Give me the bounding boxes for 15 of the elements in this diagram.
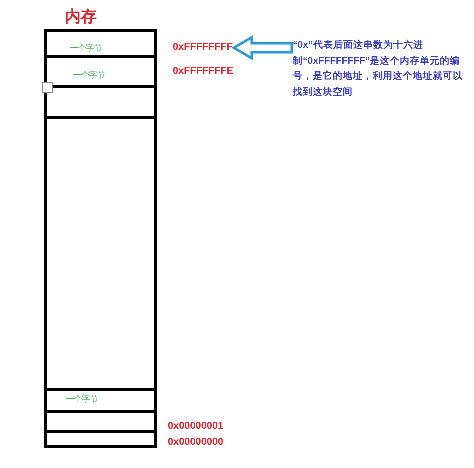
address-label: 0x00000000: [168, 436, 224, 450]
address-label: 0xFFFFFFFF: [173, 41, 233, 55]
address-label: 0xFFFFFFFE: [173, 65, 234, 79]
arrow: [232, 35, 294, 61]
byte-label: 一个字节: [73, 70, 105, 80]
note-text: “0x”代表后面这串数为十六进制“0xFFFFFFFF”是这个内存单元的编号，是它的地址，利用这个地址就可以找到这块空间: [293, 38, 466, 100]
memory-cell: [44, 388, 157, 413]
memory-cell: [44, 29, 157, 58]
memory-cell: [44, 410, 157, 433]
address-label: 0x00000001: [168, 420, 224, 434]
byte-label: 一个字节: [66, 394, 98, 404]
heading: 内存: [65, 9, 97, 27]
memory-cell: [44, 430, 157, 448]
memory-cell: [44, 116, 157, 391]
byte-label: 一个字节: [70, 43, 102, 53]
